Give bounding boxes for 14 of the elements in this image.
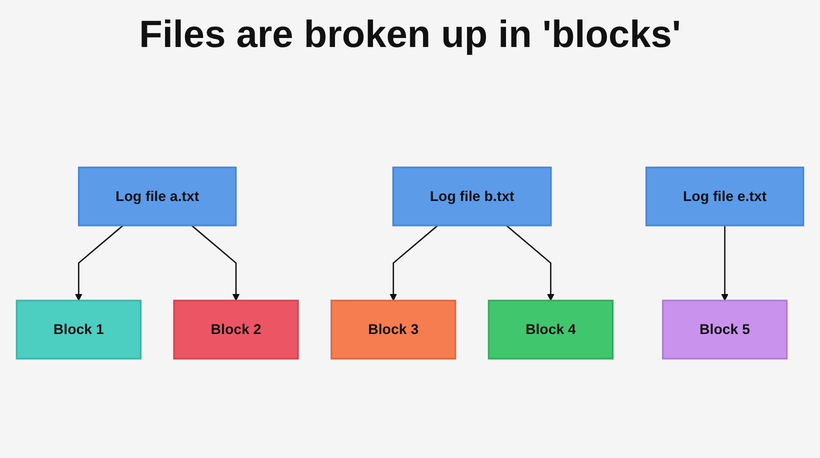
arrow xyxy=(506,224,554,301)
node-box: Block 4 xyxy=(488,300,614,360)
node-box: Block 5 xyxy=(662,300,788,360)
arrow xyxy=(390,224,438,301)
node-box: Log file e.txt xyxy=(645,166,804,226)
node-box: Block 1 xyxy=(16,300,142,360)
diagram-title: Files are broken up in 'blocks' xyxy=(139,14,681,57)
node-box: Block 3 xyxy=(330,300,456,360)
node-box: Log file a.txt xyxy=(78,166,237,226)
arrow xyxy=(191,224,240,301)
node-box: Block 2 xyxy=(173,300,299,360)
arrow xyxy=(74,224,124,301)
node-box: Log file b.txt xyxy=(392,166,552,226)
arrow xyxy=(721,225,728,301)
